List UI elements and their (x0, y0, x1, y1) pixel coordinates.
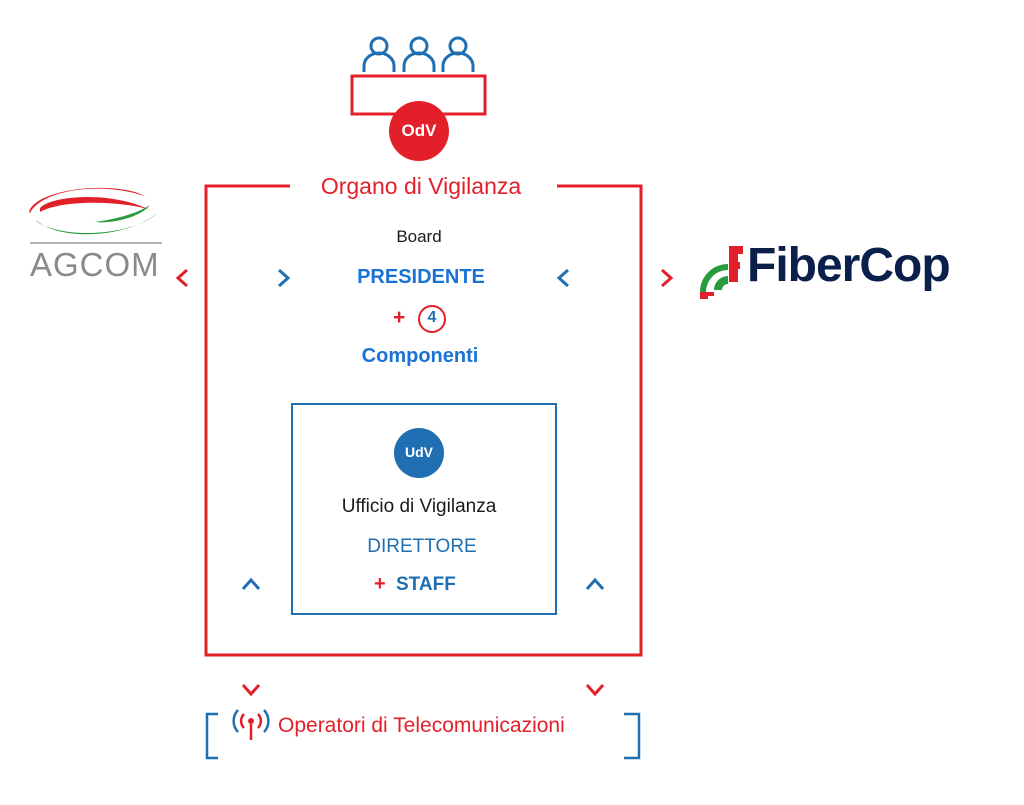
fibercop-arrow-head-right (661, 268, 674, 288)
left-vertical-arrow-head-down (241, 684, 261, 697)
fibercop-logo-mark (700, 246, 743, 299)
board-label: Board (396, 227, 442, 246)
right-vertical-arrow-head-up (585, 577, 605, 590)
count-circle (418, 305, 446, 333)
staff-label: STAFF (396, 574, 456, 595)
plus-sign: + (393, 306, 406, 329)
udv-frame (291, 403, 557, 615)
member-count: 4 (427, 309, 437, 326)
president-label: PRESIDENTE (357, 266, 485, 288)
udv-badge-circle (394, 428, 444, 478)
left-vertical-arrow-head-up (241, 577, 261, 590)
agcom-logo-mark (29, 187, 162, 244)
director-label: DIRETTORE (367, 536, 477, 557)
agcom-arrow-head-right (278, 268, 291, 288)
odv-badge: OdV (401, 121, 437, 140)
people-icon (362, 36, 475, 72)
fibercop-logo-text: FiberCop (747, 239, 951, 292)
udv-badge: UdV (405, 444, 433, 460)
udv-title: Ufficio di Vigilanza (341, 496, 497, 517)
operators-bracket-right (624, 712, 641, 760)
udv-plus-sign: + (374, 573, 386, 595)
odv-badge-circle (389, 101, 449, 161)
right-vertical-arrow-head-down (585, 684, 605, 697)
antenna-icon (232, 709, 270, 740)
odv-frame (204, 184, 643, 657)
members-label: Componenti (361, 345, 479, 367)
operators-label: Operatori di Telecomunicazioni (278, 714, 565, 737)
fibercop-arrow-head-left (556, 268, 569, 288)
odv-title: Organo di Vigilanza (314, 173, 528, 200)
operators-bracket-left (205, 712, 218, 760)
agcom-arrow-head-left (175, 268, 188, 288)
agcom-logo-text: AGCOM (30, 246, 160, 283)
